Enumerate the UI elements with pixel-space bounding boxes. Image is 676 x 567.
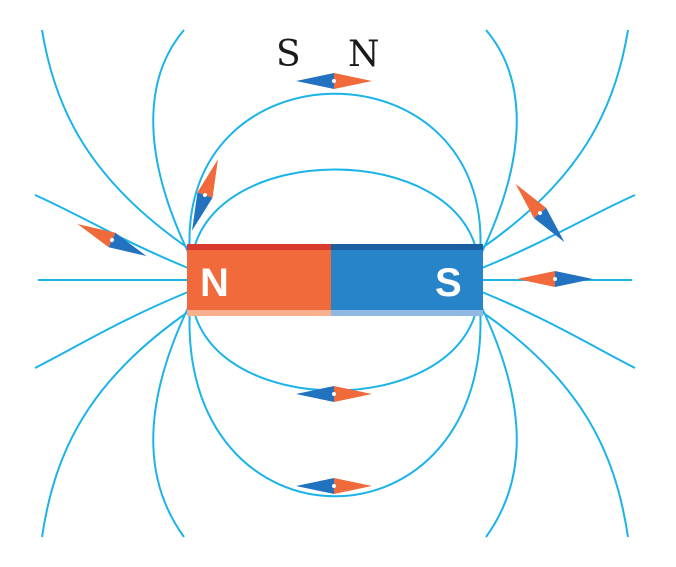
magnet-north-half (187, 244, 331, 316)
field-line-outer-top-right (481, 29, 518, 253)
compass-needle-key (296, 73, 372, 89)
magnet-north-bottom-edge (187, 310, 331, 316)
magnet-south-half (331, 244, 483, 316)
field-line-far-top-left (41, 29, 189, 249)
field-line-side-top-right (481, 194, 636, 269)
field-line-middle-top (188, 92, 482, 256)
compass-needle-upper-right (515, 183, 565, 243)
compass-needles (77, 73, 593, 494)
compass-key-north-label: N (348, 34, 380, 75)
compass-needle-upper-left (192, 159, 218, 231)
compass-key-south-label: S (276, 34, 301, 75)
bar-magnet: N S (187, 244, 483, 316)
compass-needle-lower-inner (296, 386, 372, 402)
field-line-side-bottom-right (481, 291, 636, 369)
field-line-middle-bottom (188, 304, 482, 498)
field-line-far-bottom-right (481, 311, 629, 538)
field-line-far-bottom-left (41, 311, 189, 538)
compass-needle-right (517, 271, 593, 287)
field-line-inner-top (191, 168, 479, 259)
compass-needle-lower-outer (296, 478, 372, 494)
field-line-side-top-left (34, 194, 189, 269)
field-line-far-top-right (481, 29, 629, 249)
magnet-south-top-edge (331, 244, 483, 250)
field-line-outer-top (152, 29, 189, 253)
compass-needle-left (77, 223, 147, 257)
field-line-outer-bottom (152, 307, 189, 538)
magnet-south-label: S (435, 261, 462, 305)
magnet-north-label: N (200, 261, 229, 305)
field-line-outer-bottom-right (481, 307, 518, 538)
field-line-side-bottom-left (34, 291, 189, 369)
magnet-south-bottom-edge (331, 310, 483, 316)
magnet-north-top-edge (187, 244, 331, 250)
field-lines (34, 29, 636, 538)
